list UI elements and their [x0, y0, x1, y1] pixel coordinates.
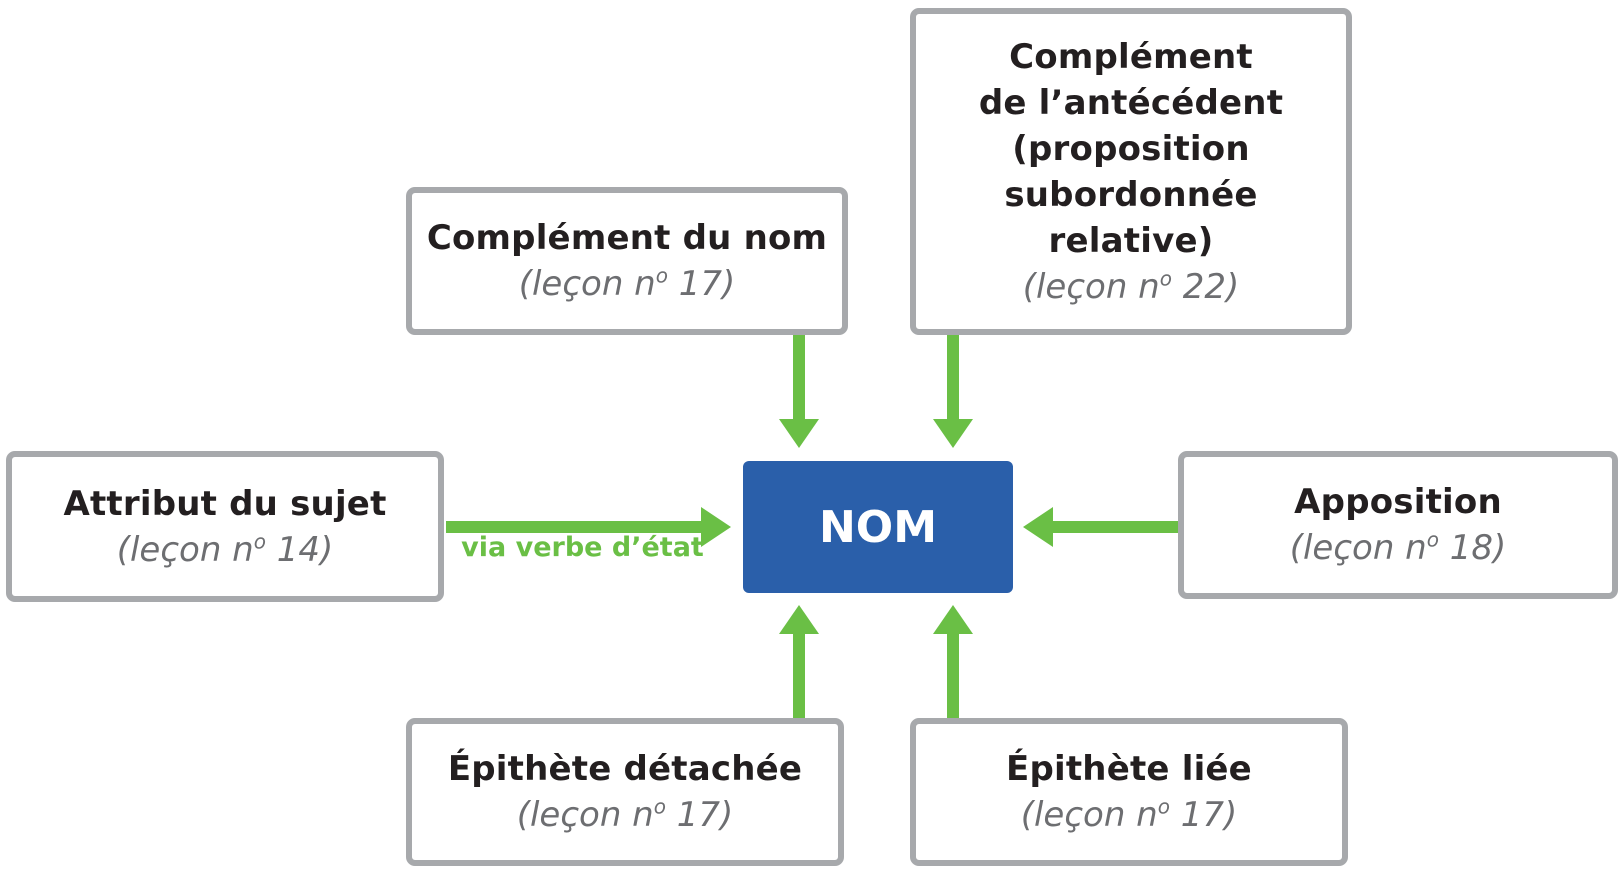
box-epithete-detachee: Épithète détachée (leçon no 17)	[406, 718, 844, 866]
box-title: Attribut du sujet	[63, 483, 387, 524]
box-attribut-sujet: Attribut du sujet (leçon no 14)	[6, 451, 444, 602]
lesson-reference: (leçon no 22)	[1022, 266, 1240, 307]
nom-node: NOM	[743, 461, 1013, 593]
box-complement-antecedent: Complément de l’antécédent (proposition …	[910, 8, 1352, 335]
lesson-reference: (leçon no 17)	[516, 794, 734, 835]
arrow-epithete-detachee	[779, 605, 819, 720]
lesson-reference: (leçon no 17)	[518, 263, 736, 304]
box-complement-nom: Complément du nom (leçon no 17)	[406, 187, 848, 335]
arrow-attribut-sujet	[446, 507, 731, 547]
box-title: Apposition	[1294, 482, 1502, 522]
via-verbe-etat-label: via verbe d’état	[461, 532, 704, 563]
arrow-complement-antecedent	[933, 333, 973, 448]
lesson-reference: (leçon no 14)	[116, 529, 334, 570]
box-epithete-liee: Épithète liée (leçon no 17)	[910, 718, 1348, 866]
arrow-apposition	[1023, 507, 1180, 547]
arrow-epithete-liee	[933, 605, 973, 720]
box-apposition: Apposition (leçon no 18)	[1178, 451, 1618, 599]
box-title: Épithète liée	[1006, 749, 1252, 789]
lesson-reference: (leçon no 18)	[1289, 527, 1507, 568]
box-title: Complément du nom	[426, 218, 828, 258]
arrow-complement-nom	[779, 333, 819, 448]
lesson-reference: (leçon no 17)	[1020, 794, 1238, 835]
nom-label: NOM	[818, 501, 937, 553]
box-title: Complément de l’antécédent (proposition …	[978, 36, 1284, 261]
box-title: Épithète détachée	[447, 749, 803, 789]
